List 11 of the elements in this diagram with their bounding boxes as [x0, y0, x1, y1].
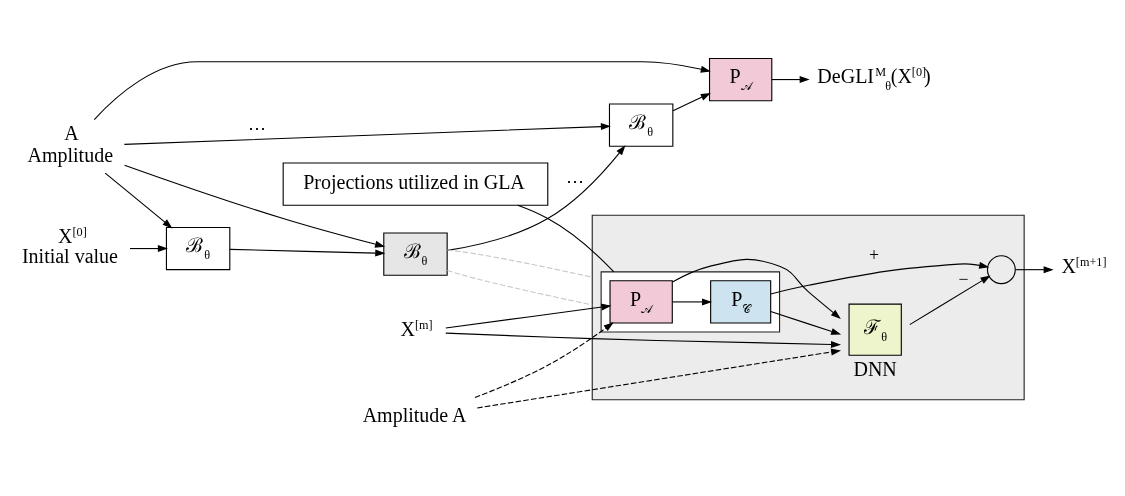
- node-text: X$^{[m+1]}$: [1061, 255, 1107, 278]
- node-text: Amplitude A: [362, 404, 467, 427]
- edge-label: ⋯: [247, 117, 266, 138]
- edge-label: −: [958, 269, 969, 290]
- node-text: X$^{[0]}$ Initial value: [21, 225, 118, 268]
- edge-label: +: [869, 244, 880, 265]
- node-text: DeGLI$^{M}$$_{θ}$(X$^{[0]}$): [817, 65, 931, 94]
- node-text: A Amplitude: [27, 122, 114, 167]
- node-text: X$^{[m]}$: [400, 317, 433, 340]
- node-label: DNN: [853, 357, 897, 380]
- edge-label: ⋯: [565, 171, 584, 192]
